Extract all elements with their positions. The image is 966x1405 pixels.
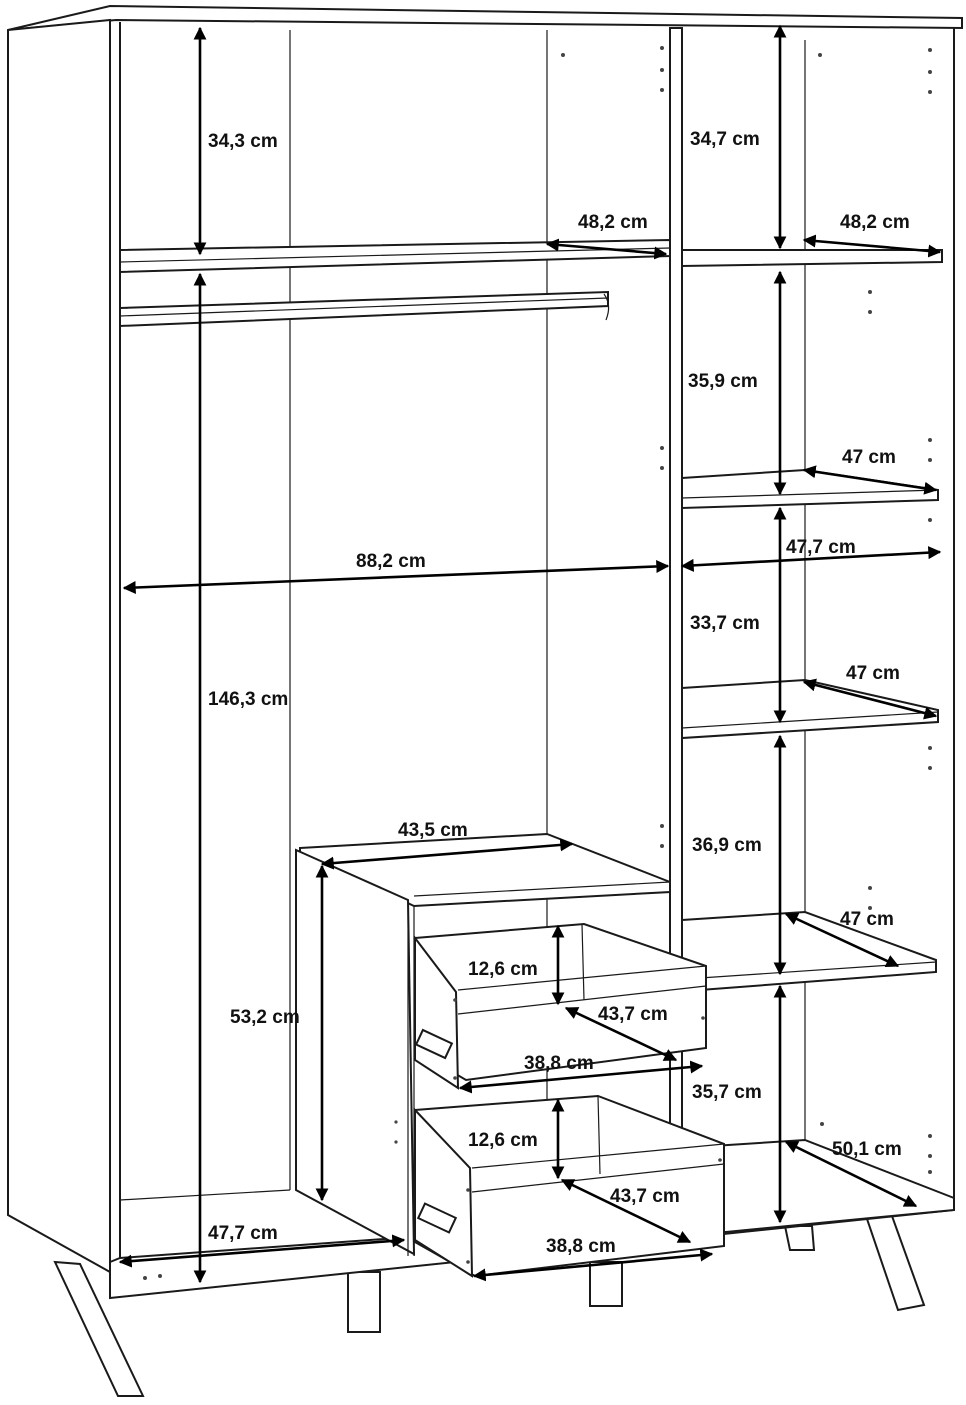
- dimension-arrows: [118, 24, 942, 1284]
- label-right-shelf2-depth: 47 cm: [842, 447, 896, 468]
- dim-drawer-top-width-arrow: [458, 1060, 704, 1094]
- hanging-rail: [119, 290, 610, 328]
- shelf-pin-holes: [143, 46, 932, 1280]
- label-right-bottom-depth: 50,1 cm: [832, 1139, 902, 1160]
- label-drawer-bottom-depth: 43,7 cm: [610, 1186, 680, 1207]
- dimension-labels: 34,3 cm 48,2 cm 34,7 cm 48,2 cm 35,9 cm …: [208, 129, 910, 1257]
- label-drawer-bottom-width: 38,8 cm: [546, 1236, 616, 1257]
- dim-left-width-arrow: [122, 559, 670, 595]
- label-left-bottom-depth: 47,7 cm: [208, 1223, 278, 1244]
- label-right-shelf4-height: 36,9 cm: [692, 835, 762, 856]
- label-right-shelf3-depth: 47 cm: [846, 663, 900, 684]
- dim-drawer-top-depth-arrow: [564, 1006, 678, 1062]
- dim-left-top-depth-arrow: [545, 238, 668, 260]
- left-hat-shelf: [119, 238, 671, 274]
- dim-right-shelf4-depth-arrow: [784, 912, 900, 968]
- label-right-width: 47,7 cm: [786, 537, 856, 558]
- label-right-shelf3-height: 33,7 cm: [690, 613, 760, 634]
- dim-right-bottom-depth-arrow: [784, 1140, 918, 1208]
- label-right-shelf4-depth: 47 cm: [840, 909, 894, 930]
- label-drawer-bottom-height: 12,6 cm: [468, 1130, 538, 1151]
- label-left-top-depth: 48,2 cm: [578, 212, 648, 233]
- dim-right-width-arrow: [680, 546, 942, 572]
- dim-right-top-depth-arrow: [802, 234, 942, 258]
- label-right-shelf2-height: 35,9 cm: [688, 371, 758, 392]
- dim-right-shelf3-depth-arrow: [802, 678, 938, 720]
- label-right-top-depth: 48,2 cm: [840, 212, 910, 233]
- label-left-top-height: 34,3 cm: [208, 131, 278, 152]
- dim-drawer-bottom-width-arrow: [472, 1248, 714, 1282]
- label-drawer-top-width: 38,8 cm: [524, 1053, 594, 1074]
- dim-left-bottom-depth-arrow: [118, 1234, 406, 1268]
- label-left-width: 88,2 cm: [356, 551, 426, 572]
- label-right-bottom-height: 35,7 cm: [692, 1082, 762, 1103]
- label-drawer-unit-width: 43,5 cm: [398, 820, 468, 841]
- label-drawer-top-height: 12,6 cm: [468, 959, 538, 980]
- label-drawer-top-depth: 43,7 cm: [598, 1004, 668, 1025]
- label-hanging-height: 146,3 cm: [208, 689, 288, 710]
- label-drawer-unit-height: 53,2 cm: [230, 1007, 300, 1028]
- label-right-top-height: 34,7 cm: [690, 129, 760, 150]
- dim-drawer-bottom-depth-arrow: [560, 1178, 692, 1244]
- dim-right-shelf2-depth-arrow: [802, 465, 938, 495]
- dim-drawer-unit-width-arrow: [320, 838, 574, 870]
